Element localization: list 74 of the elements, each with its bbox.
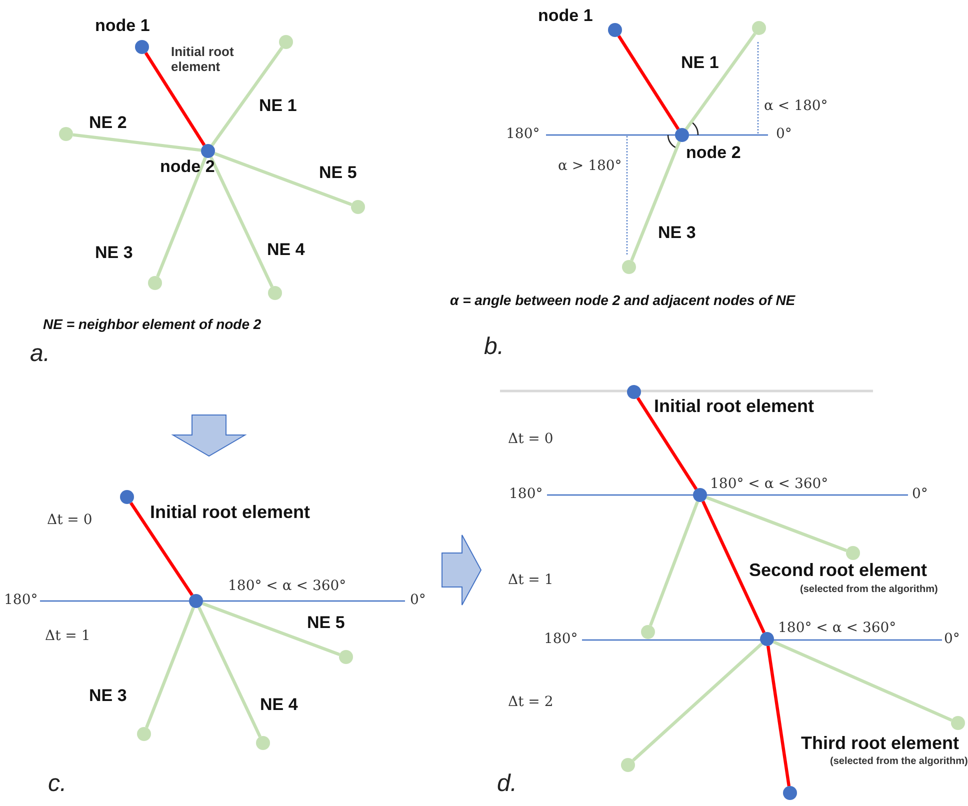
angle-label: 180° (4, 592, 38, 608)
edge-line (130, 502, 194, 596)
node-dot (760, 632, 774, 646)
angle-label: 0° (944, 631, 960, 648)
edge-line (156, 156, 207, 278)
angle-label: α > 180° (558, 158, 622, 174)
time-step-label: Δt = 0 (508, 431, 554, 448)
angle-label: 180° (544, 631, 578, 648)
node-dot (693, 488, 707, 502)
edge-line (632, 642, 763, 762)
time-step-label: Δt = 2 (508, 694, 554, 710)
edge-line (202, 602, 340, 656)
angle-label: 180° < α < 360° (228, 578, 346, 594)
angle-label: 180° (506, 126, 540, 142)
time-step-label: Δt = 1 (508, 572, 554, 588)
edge-line (198, 606, 262, 738)
angle-label: 0° (410, 592, 426, 608)
end-point-dot (339, 650, 353, 664)
edge-line (684, 32, 756, 130)
panel-letter: c. (48, 770, 67, 798)
end-point-dot (752, 21, 766, 35)
panel-letter: b. (484, 333, 504, 361)
panel-letter: a. (30, 340, 50, 368)
node-label: node 1 (538, 6, 593, 26)
node-label: node 1 (95, 16, 150, 36)
end-point-dot (622, 260, 636, 274)
angle-label: 180° < α < 360° (778, 620, 896, 636)
edge-note: (selected from the algorithm) (830, 756, 968, 768)
node-dot (201, 144, 215, 158)
end-point-dot (351, 200, 365, 214)
edge-line (636, 397, 698, 490)
edge-line (702, 500, 766, 634)
edge-line (210, 46, 284, 146)
end-point-dot (268, 286, 282, 300)
edge-line (617, 35, 680, 130)
end-point-dot (148, 276, 162, 290)
edge-note: (selected from the algorithm) (800, 584, 938, 596)
caption-text: NE = neighbor element of node 2 (43, 316, 262, 332)
edge-line (210, 156, 274, 288)
edge-line (72, 133, 202, 152)
angle-label: 0° (776, 126, 792, 142)
edge-line (214, 152, 352, 206)
end-point-dot (256, 736, 270, 750)
node-dot (608, 23, 622, 37)
edge-line (772, 640, 952, 722)
end-point-dot (59, 127, 73, 141)
end-point-dot (951, 716, 965, 730)
edge-line (630, 140, 681, 262)
end-point-dot (137, 727, 151, 741)
node-dot (120, 490, 134, 504)
angle-label: 180° < α < 360° (710, 476, 828, 492)
node-dot (627, 385, 641, 399)
node-dot (783, 786, 797, 800)
panel-letter: d. (497, 770, 518, 798)
node-dot (189, 594, 203, 608)
edge-line (706, 496, 848, 552)
end-point-dot (641, 625, 655, 639)
edge-line (648, 500, 700, 626)
angle-label: α < 180° (764, 98, 828, 114)
end-point-dot (279, 35, 293, 49)
node-dot (675, 128, 689, 142)
time-step-label: Δt = 0 (47, 512, 92, 528)
time-step-label: Δt = 1 (45, 628, 90, 644)
caption-text: α = angle between node 2 and adjacent nodes of NE (450, 292, 796, 308)
end-point-dot (621, 758, 635, 772)
node-dot (135, 40, 149, 54)
edge-line (766, 646, 791, 786)
edge-line (144, 52, 206, 146)
edge-line (145, 606, 195, 728)
angle-label: 0° (912, 486, 928, 502)
node-label: node 2 (686, 143, 741, 163)
node-label: node 2 (160, 157, 215, 177)
angle-label: 180° (509, 486, 543, 502)
end-point-dot (846, 546, 860, 560)
